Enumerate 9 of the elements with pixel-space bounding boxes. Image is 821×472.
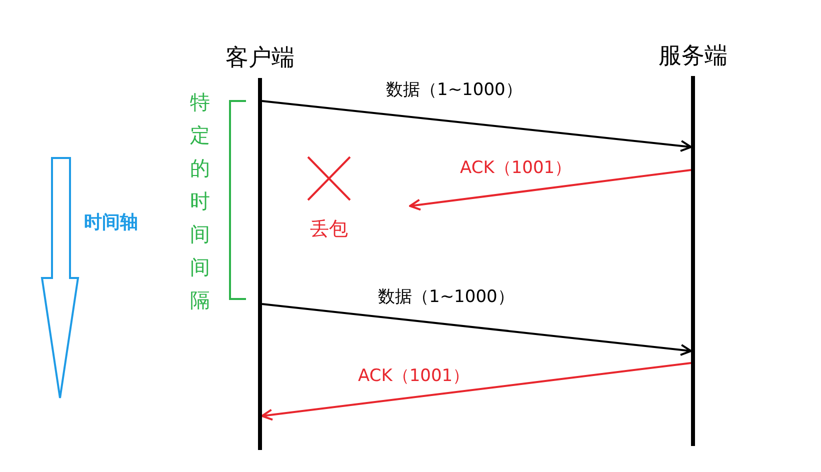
message-arrow	[261, 362, 692, 421]
message-arrow	[262, 100, 692, 152]
lifeline-label: 客户端	[226, 44, 294, 73]
loss-label: 丢包	[310, 217, 348, 242]
message-arrow	[262, 303, 692, 356]
lifeline-label: 服务端	[658, 42, 728, 71]
message-arrow	[409, 169, 692, 211]
interval-label: 特定的时间间隔	[189, 89, 211, 314]
axis-label: 时间轴	[84, 211, 138, 234]
